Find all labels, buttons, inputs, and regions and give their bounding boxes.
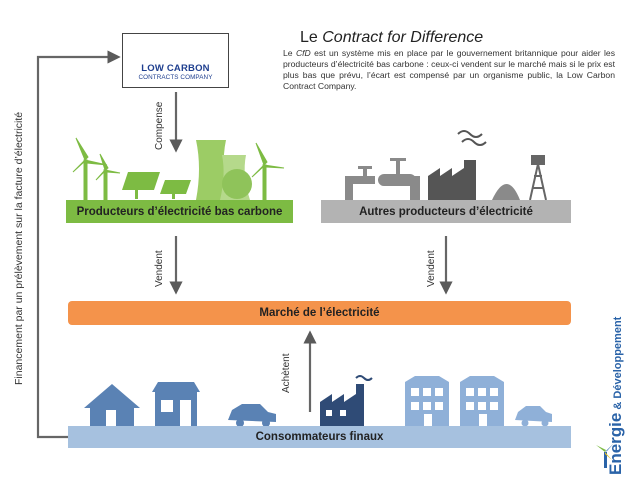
factory-consumer-icon	[320, 375, 373, 426]
nuclear-plant-icon	[196, 140, 252, 200]
solar-panels-icon	[122, 172, 191, 199]
achetent-label: Achètent	[281, 353, 292, 393]
factory-icon	[428, 130, 487, 200]
compense-label: Compense	[154, 101, 165, 150]
car-right-icon	[515, 406, 552, 427]
desc-part2: est un système mis en place par le gouve…	[283, 48, 615, 91]
description-text: Le CfD est un système mis en place par l…	[283, 48, 615, 92]
building-right-icon	[460, 376, 504, 426]
energie-developpement-logo-icon	[596, 443, 614, 468]
brand-word2: Développement	[612, 316, 624, 399]
brand-amp: &	[612, 398, 624, 413]
page-title: Le Contract for Difference	[300, 29, 600, 47]
logo-line1: LOW CARBON	[141, 63, 210, 74]
low-carbon-contracts-company-logo: LOW CARBON CONTRACTS COMPANY	[122, 33, 229, 88]
desc-emph: CfD	[295, 48, 311, 58]
oil-derrick-icon	[529, 155, 547, 201]
financement-arrow	[36, 50, 121, 439]
oil-pipes-icon	[345, 158, 420, 200]
house-icon	[84, 384, 140, 426]
logo-line2: CONTRACTS COMPANY	[138, 74, 213, 81]
building-left-icon	[405, 376, 449, 426]
financement-label: Financement par un prélèvement sur la fa…	[13, 111, 25, 385]
title-emph: Contract for Difference	[322, 29, 484, 46]
vendent-right-label: Vendent	[426, 250, 437, 287]
autres-producteurs-box: Autres producteurs d’électricité	[321, 200, 571, 223]
consommateurs-finaux-box: Consommateurs finaux	[68, 426, 571, 448]
brand-word1: Energie	[606, 412, 625, 475]
energie-developpement-brand: Energie & Développement	[606, 317, 626, 475]
producteurs-bas-carbone-box: Producteurs d’électricité bas carbone	[66, 200, 293, 223]
coal-heap-icon	[492, 184, 520, 200]
shop-icon	[152, 382, 200, 426]
vendent-left-label: Vendent	[154, 250, 165, 287]
title-prefix: Le	[300, 29, 323, 46]
wind-turbines-icon	[72, 137, 285, 201]
marche-electricite-box: Marché de l’électricité	[68, 301, 571, 325]
car-left-icon	[228, 404, 276, 427]
desc-part1: Le	[283, 48, 296, 58]
